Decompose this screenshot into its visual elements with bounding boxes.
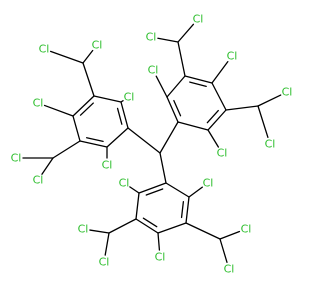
bond-to-chlorine	[177, 23, 195, 43]
bond-to-chlorine	[104, 232, 110, 256]
chlorine-atom-label: Cl	[33, 174, 44, 187]
bond-to-chlorine	[257, 105, 269, 138]
bond-to-chlorine	[219, 230, 241, 240]
ring-bond	[177, 121, 209, 131]
chlorine-atom-label: Cl	[119, 177, 130, 190]
chlorine-atom-label: Cl	[78, 223, 89, 236]
chlorine-atom-label: Cl	[241, 223, 252, 236]
chlorine-atom-label: Cl	[102, 159, 113, 172]
ring-double-bond	[116, 107, 123, 125]
bond-to-chlorine	[157, 37, 179, 43]
ring-bond	[79, 140, 108, 148]
chlorine-atom-label: Cl	[92, 39, 103, 52]
ring-double-bond	[86, 137, 104, 143]
bond-to-chlorine	[207, 129, 220, 148]
ring-double-bond	[142, 217, 158, 228]
ring-bond	[138, 182, 167, 194]
bond-to-chlorine	[41, 157, 54, 175]
bond-to-chlorine	[219, 238, 228, 263]
ring-bond	[120, 101, 129, 129]
chlorine-atom-label: Cl	[146, 31, 157, 44]
central-bond	[159, 121, 179, 154]
ring-bond	[184, 75, 213, 84]
ring-bond	[135, 218, 159, 234]
ring-bond	[166, 96, 179, 123]
ring-bond	[93, 95, 122, 103]
central-bond	[159, 152, 167, 184]
bond-to-chlorine	[43, 104, 74, 117]
chlorine-atom-label: Cl	[203, 177, 214, 190]
central-bond	[127, 127, 161, 154]
chlorine-atom-label: Cl	[282, 86, 293, 99]
chlorine-atom-label: Cl	[193, 13, 204, 26]
chlorine-atom-label: Cl	[11, 152, 22, 165]
bond-to-chlorine	[157, 232, 161, 251]
bond-to-chlorine	[211, 60, 229, 84]
ring-bond	[165, 182, 190, 198]
bond-to-chlorine	[257, 94, 282, 107]
bond-to-chlorine	[120, 100, 124, 103]
ring-bond	[135, 192, 140, 220]
chlorine-atom-label: Cl	[124, 91, 135, 104]
ring-double-bond	[79, 102, 94, 116]
bond-to-dichloromethyl	[52, 140, 81, 159]
ring-bond	[211, 82, 227, 111]
bond-to-dichloromethyl	[108, 218, 137, 234]
ring-double-bond	[206, 109, 219, 124]
chlorine-atom-label: Cl	[148, 64, 159, 77]
bond-to-chlorine	[89, 229, 110, 234]
bond-to-chlorine	[49, 50, 84, 64]
ring-bond	[207, 109, 227, 131]
ring-bond	[72, 115, 81, 142]
bond-to-dichloromethyl	[177, 41, 186, 77]
chlorine-atom-label: Cl	[33, 97, 44, 110]
chlorine-atom-label: Cl	[217, 147, 228, 160]
ring-double-bond	[180, 201, 185, 219]
bond-to-chlorine	[155, 75, 168, 98]
bond-to-chlorine	[129, 186, 140, 194]
ring-double-bond	[173, 99, 182, 117]
chlorine-atom-label: Cl	[39, 43, 50, 56]
ring-bond	[157, 222, 187, 234]
bond-to-dichloromethyl	[185, 222, 221, 240]
ring-bond	[72, 95, 95, 117]
ring-bond	[166, 75, 186, 98]
chlorine-atom-label: Cl	[227, 50, 238, 63]
bond-to-chlorine	[82, 49, 94, 64]
chlorine-atom-label: Cl	[99, 256, 110, 269]
bond-to-dichloromethyl	[225, 105, 259, 111]
ring-double-bond	[145, 188, 164, 196]
chlorine-atom-label: Cl	[155, 251, 166, 264]
ring-bond	[185, 196, 190, 224]
bond-to-chlorine	[188, 186, 204, 198]
ring-double-bond	[189, 81, 207, 87]
chlorine-atom-label: Cl	[224, 263, 235, 276]
bond-to-dichloromethyl	[82, 62, 95, 97]
ring-bond	[106, 127, 129, 148]
chlorine-atom-label: Cl	[265, 138, 276, 151]
